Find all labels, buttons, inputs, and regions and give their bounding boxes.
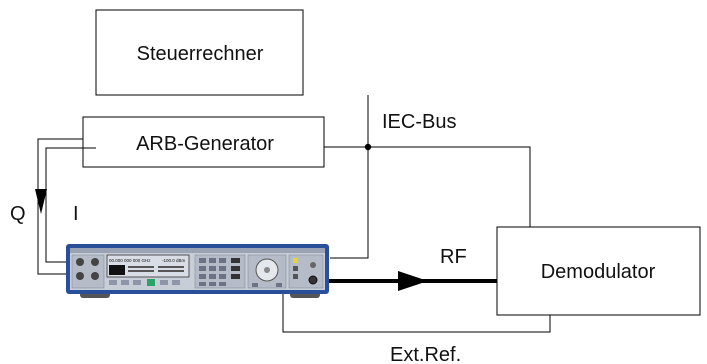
arb-generator-node: ARB-Generator	[83, 117, 324, 167]
ext-ref-label: Ext.Ref.	[390, 344, 461, 364]
frequency-readout: 00.000 000 000 GHz	[109, 258, 151, 263]
arb-generator-label: ARB-Generator	[136, 133, 274, 155]
instrument-connector-area	[289, 255, 323, 288]
key	[231, 274, 240, 279]
controller-label: Steuerrechner	[137, 43, 264, 65]
iq-input-q-icon	[76, 272, 84, 280]
key	[199, 274, 206, 279]
softkey-5	[160, 280, 168, 285]
instrument-rotary-area	[248, 255, 286, 288]
key	[231, 266, 240, 271]
iq-input-i-icon	[91, 272, 99, 280]
rf-arrow	[398, 271, 428, 291]
controller-node: Steuerrechner	[96, 10, 303, 95]
signal-generator-instrument: 00.000 000 000 GHz -100.0 dBm	[66, 244, 329, 298]
key	[219, 274, 226, 279]
softkey-3	[133, 280, 141, 285]
i-label: I	[73, 203, 79, 225]
softkey-1	[109, 280, 117, 285]
iec-bus-trunk	[330, 95, 368, 258]
demodulator-label: Demodulator	[541, 261, 656, 283]
display-line-3	[158, 266, 184, 268]
display-line-2	[128, 270, 154, 272]
rf-label: RF	[440, 246, 467, 268]
demodulator-node: Demodulator	[497, 227, 700, 315]
instrument-top-strip	[70, 248, 325, 253]
level-readout: -100.0 dBm	[162, 258, 186, 263]
iec-bus-label: IEC-Bus	[382, 111, 456, 133]
iec-bus-junction	[365, 144, 371, 150]
key	[252, 283, 258, 287]
display-line-1	[128, 266, 154, 268]
softkey-6	[172, 280, 180, 285]
iec-bus-branch	[324, 147, 530, 227]
key	[231, 258, 240, 263]
key	[219, 282, 226, 286]
display-block-icon	[109, 265, 125, 275]
key	[209, 258, 216, 263]
green-softkey	[147, 279, 155, 286]
key	[209, 266, 216, 271]
key	[219, 266, 226, 271]
key	[293, 274, 298, 279]
key	[293, 266, 298, 271]
key	[199, 258, 206, 263]
rf-connection: RF	[318, 246, 497, 291]
softkey-2	[121, 280, 129, 285]
display-line-4	[158, 270, 184, 272]
key	[199, 266, 206, 271]
rotary-knob-center	[264, 267, 270, 273]
key	[219, 258, 226, 263]
connector-icon	[310, 262, 316, 268]
instrument-keypad	[195, 255, 245, 288]
key	[209, 282, 216, 286]
yellow-indicator	[293, 258, 298, 263]
power-knob-icon	[76, 258, 84, 266]
iq-arrow-down	[35, 189, 47, 214]
key	[209, 274, 216, 279]
key	[276, 283, 282, 287]
key	[199, 282, 206, 286]
q-label: Q	[10, 203, 26, 225]
level-knob-icon	[91, 258, 99, 266]
rf-output-connector-icon	[309, 276, 317, 284]
